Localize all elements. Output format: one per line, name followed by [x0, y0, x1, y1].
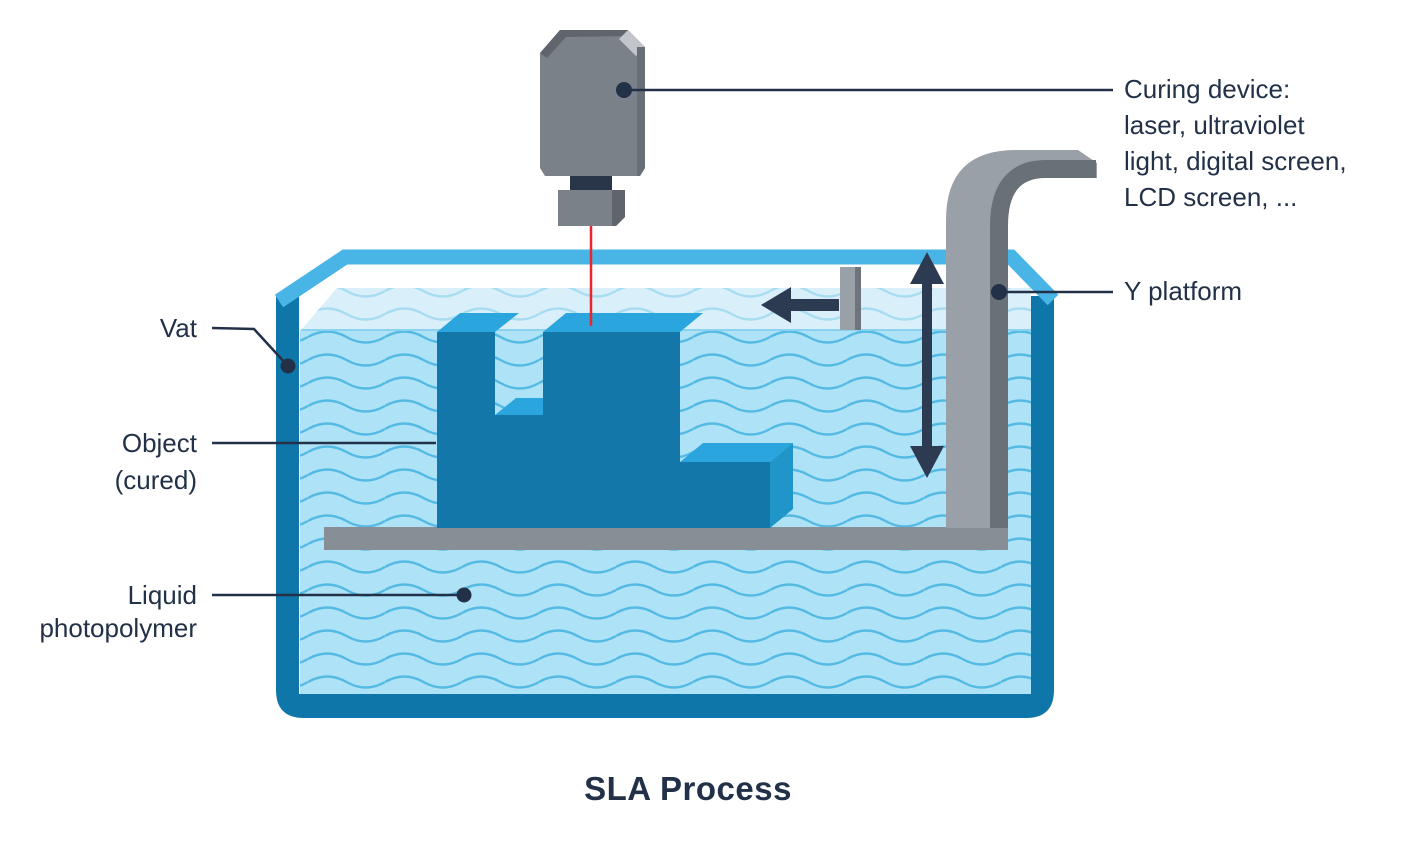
device-nozzle — [558, 190, 625, 226]
device-body — [540, 30, 645, 176]
object-top-right — [543, 313, 703, 332]
arm-outer — [946, 150, 1097, 528]
liquid-line-1: Liquid — [127, 580, 197, 610]
vat-connector-line — [211, 326, 288, 366]
object-step-top — [680, 443, 793, 462]
printed-object — [437, 313, 793, 528]
y-platform-dot — [991, 284, 1007, 300]
device-top-shade — [540, 30, 633, 58]
liquid-dot — [456, 587, 472, 603]
object-front-face — [437, 332, 770, 528]
object-top-left — [437, 313, 519, 332]
label-curing-device: Curing device: laser, ultraviolet light,… — [1124, 71, 1347, 215]
curing-dot — [616, 82, 632, 98]
device-connector-block — [570, 176, 612, 190]
vat-dot — [280, 358, 296, 374]
object-step-side — [770, 443, 793, 528]
object-line-2: (cured) — [114, 465, 197, 495]
label-connectors — [211, 88, 1113, 597]
vat-rim — [274, 249, 1059, 308]
device-nozzle-edge — [612, 190, 625, 226]
object-slot-bottom — [495, 398, 543, 415]
y-platform-arm — [946, 150, 1097, 528]
curing-device-line-2: laser, ultraviolet — [1124, 110, 1305, 140]
label-liquid-photopolymer: Liquid photopolymer — [0, 579, 197, 645]
curing-device-line-3: light, digital screen, — [1124, 146, 1347, 176]
label-y-platform: Y platform — [1124, 276, 1243, 306]
diagram-title: SLA Process — [584, 770, 792, 807]
device-right-edge — [637, 47, 645, 176]
curing-device-icon — [540, 30, 645, 226]
arm-inner-shade — [990, 160, 1096, 528]
recoater-blade-icon — [840, 267, 861, 330]
build-platform — [324, 527, 1008, 550]
label-vat: Vat — [159, 313, 197, 343]
curing-device-line-4: LCD screen, ... — [1124, 182, 1298, 212]
label-dots — [280, 82, 1007, 603]
curing-device-line-1: Curing device: — [1124, 74, 1291, 104]
object-line-1: Object — [121, 428, 197, 458]
left-arrow-icon — [761, 287, 839, 323]
up-down-arrow-icon — [910, 252, 944, 478]
liquid-line-2: photopolymer — [39, 613, 197, 643]
label-object-cured: Object (cured) — [20, 425, 197, 499]
